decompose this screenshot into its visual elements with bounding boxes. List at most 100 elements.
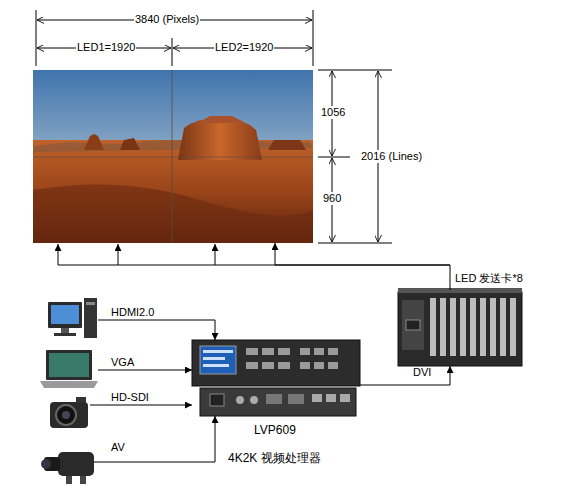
dimension-lines-part xyxy=(318,70,392,71)
sending-card-chassis-part xyxy=(510,298,516,356)
led-screen-image xyxy=(33,70,313,243)
dimension-lines xyxy=(36,10,392,243)
camcorder-icon-part xyxy=(66,476,72,484)
sending-card: LED 发送卡*8 xyxy=(398,290,522,366)
camera-icon-part xyxy=(50,402,88,428)
feed-branches-part xyxy=(58,244,59,265)
signal-label: HD-SDI xyxy=(110,391,150,404)
dimension-lines-part xyxy=(318,243,392,244)
video-processor-device-part xyxy=(312,394,322,402)
feed-branches-part xyxy=(58,265,450,266)
laptop-icon-part xyxy=(49,353,89,377)
video-processor-device-part xyxy=(246,348,258,355)
video-processor-device-part xyxy=(210,394,224,406)
video-processor-device-part xyxy=(203,364,229,367)
sending-card-chassis-part xyxy=(406,320,420,330)
video-processor-device-part xyxy=(314,348,324,355)
video-processor-device-part xyxy=(278,348,290,355)
video-processor-device-part xyxy=(328,348,338,355)
sending-card-chassis-part xyxy=(460,298,466,356)
dimension-lines-part xyxy=(378,71,379,242)
dimension-label: 1056 xyxy=(320,106,346,119)
dimension-lines-part xyxy=(318,157,350,158)
video-processor-device-part xyxy=(266,394,282,404)
camera xyxy=(46,397,90,429)
device-label: LED 发送卡*8 xyxy=(455,272,523,285)
video-processor-device-part xyxy=(328,362,338,369)
signal-connector xyxy=(90,405,192,406)
device-label: LVP609 xyxy=(254,424,296,437)
led-screen-image-part xyxy=(196,116,244,124)
camcorder-icon-part xyxy=(58,452,94,476)
dimension-lines-part xyxy=(36,10,37,66)
camera-icon-part xyxy=(76,397,86,403)
dimension-label: 960 xyxy=(322,192,342,205)
signal-connector xyxy=(98,320,215,340)
video-processor-device xyxy=(192,340,360,416)
video-processor-device-part xyxy=(262,362,274,369)
video-processor: LVP6094K2K 视频处理器 xyxy=(192,340,360,416)
feed-branches xyxy=(58,244,450,265)
dimension-label: 2016 (Lines) xyxy=(360,150,423,163)
camera-icon-part xyxy=(62,411,70,419)
signal-label: DVI xyxy=(412,366,432,379)
video-processor-device-part xyxy=(203,350,233,353)
led-screen-image-part xyxy=(84,134,104,150)
sending-card-chassis-part xyxy=(398,288,522,293)
sending-card-chassis-part xyxy=(402,300,424,350)
video-processor-device-part xyxy=(340,394,350,402)
feed-branches-part xyxy=(118,244,119,265)
device-caption: 4K2K 视频处理器 xyxy=(228,452,321,465)
sending-card-chassis-part xyxy=(440,298,446,356)
dimension-lines-part xyxy=(173,48,312,49)
camcorder-icon-part xyxy=(80,476,86,484)
sending-card-chassis-part xyxy=(430,298,436,356)
desktop-pc-icon-part xyxy=(54,333,76,336)
camcorder-icon-part xyxy=(41,459,51,469)
camcorder xyxy=(44,452,94,484)
signal-connector xyxy=(98,370,192,371)
video-processor-device-part xyxy=(314,362,324,369)
led-screen xyxy=(33,70,313,243)
dimension-lines-part xyxy=(37,48,171,49)
camera-icon-part xyxy=(56,405,76,425)
dimension-lines-part xyxy=(332,71,333,156)
laptop-icon xyxy=(40,350,98,388)
desktop-pc-icon-part xyxy=(48,302,82,328)
sending-card-chassis-part xyxy=(398,292,522,366)
dimension-lines-part xyxy=(332,158,333,242)
video-processor-device-part xyxy=(200,388,356,416)
dimension-label: LED2=1920 xyxy=(214,41,274,54)
led-screen-image-part xyxy=(33,157,313,158)
desktop-pc-icon xyxy=(48,298,97,338)
laptop-icon-part xyxy=(46,350,92,380)
led-screen-image-part xyxy=(120,138,140,150)
desktop-pc xyxy=(46,298,98,338)
video-processor-device-part xyxy=(203,357,225,360)
led-screen-image-part xyxy=(33,140,313,152)
video-processor-device-part xyxy=(288,394,304,404)
signal-label: AV xyxy=(110,441,126,454)
camera-icon xyxy=(50,397,88,428)
video-processor-device-part xyxy=(236,396,244,404)
sending-card-chassis-part xyxy=(470,298,476,356)
feed-branches-part xyxy=(215,244,216,265)
video-processor-device-part xyxy=(300,362,310,369)
dimension-lines-part xyxy=(172,38,173,66)
led-screen-image-part xyxy=(33,140,313,243)
dimension-label: LED1=1920 xyxy=(76,41,136,54)
led-screen-image-part xyxy=(33,184,313,243)
video-processor-device-part xyxy=(300,348,310,355)
led-screen-image-part xyxy=(33,70,313,243)
video-processor-device-part xyxy=(278,362,290,369)
led-screen-image-part xyxy=(268,140,306,150)
video-processor-device-part xyxy=(262,348,274,355)
video-processor-device-part xyxy=(246,362,258,369)
desktop-pc-icon-part xyxy=(86,302,95,305)
signal-label: HDMI2.0 xyxy=(110,306,155,319)
sending-card-chassis-part xyxy=(500,298,506,356)
video-processor-device-part xyxy=(200,346,236,374)
